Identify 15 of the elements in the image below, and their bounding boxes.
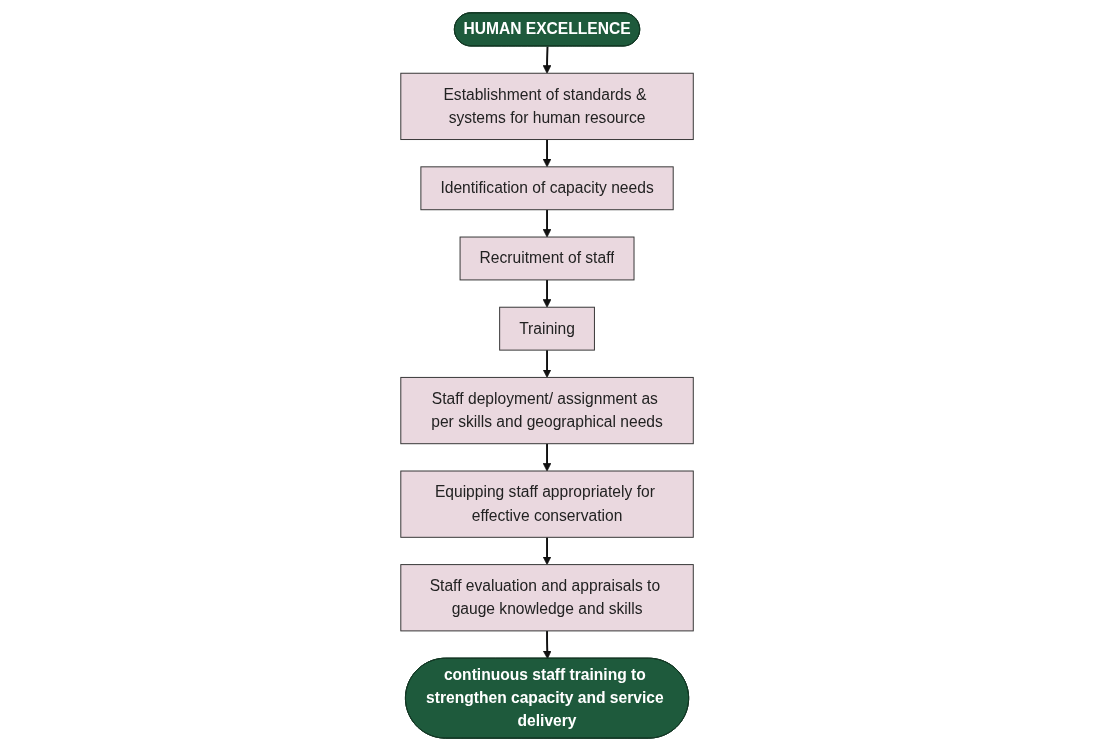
node-box: Staff deployment/ assignment as per skills and geographical needs [400,376,695,445]
node-box: Identification of capacity needs [420,166,675,211]
node-box: Training [499,306,596,351]
node-box: Recruitment of staff [460,236,635,281]
node-box: Equipping staff appropriately for effective conservation [400,470,695,538]
arrow [543,442,552,472]
arrow [543,208,552,238]
node-box: Staff evaluation and appraisals to gauge knowledge and skills [400,564,695,632]
arrow [543,536,552,565]
arrow [543,279,552,308]
arrow [543,349,552,378]
arrow [543,629,552,660]
arrow [543,138,552,168]
node-box: Establishment of standards & systems for human resource [400,72,695,141]
arrow [543,45,552,74]
